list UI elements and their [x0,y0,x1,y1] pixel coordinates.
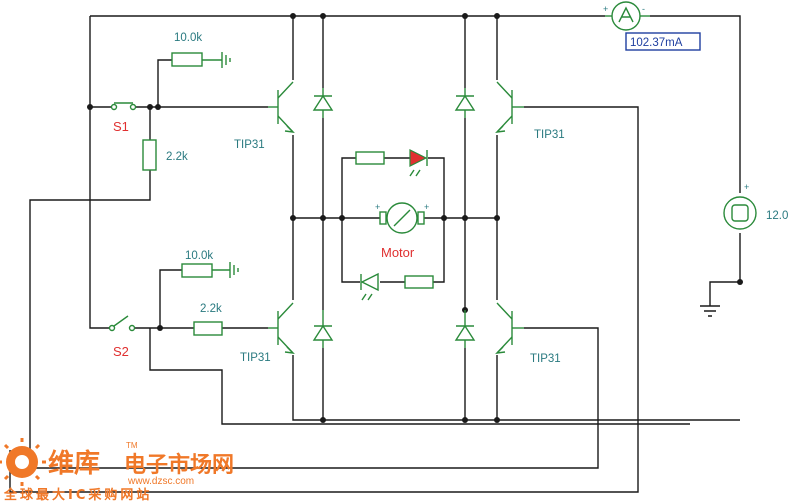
watermark-url: www.dzsc.com [127,476,194,487]
ammeter-reading: 102.37mA [630,37,683,49]
res-top-pull-label: 10.0k [174,32,202,44]
supply-voltage-label: 12.0 [766,210,788,222]
resistor-led-bot [404,275,434,289]
watermark-slogan: 全球最大IC采购网站 [3,487,152,503]
resistor-bot-pull [181,263,213,278]
resistor-led-top [355,151,385,165]
switch-s2 [108,315,136,332]
ammeter-reading-box [625,32,701,51]
diode-d1-icon [312,88,334,118]
res-top-base-label: 2.2k [166,151,188,163]
ammeter-icon: + - [603,1,650,31]
resistor-top-base-2k2 [142,139,157,171]
motor-label: Motor [381,245,415,260]
res-bot-base-label: 2.2k [200,303,222,315]
transistor-q2-label: TIP31 [534,129,565,141]
resistor-top-pull [171,52,203,67]
svg-text:+: + [424,202,429,212]
transistor-q1-icon [268,81,295,133]
led-green-icon [360,272,379,301]
svg-text:+: + [744,182,749,192]
diode-d4-icon [454,310,476,348]
resistor-bot-base-2k2 [193,321,223,336]
watermark-tm: TM [126,441,138,450]
transistor-q4-icon [495,302,524,354]
ground-icon [221,52,231,68]
diode-d3-icon [312,310,334,348]
watermark: 维库 电子市场网 TM www.dzsc.com 全球最大IC采购网站 [0,438,234,503]
transistor-q1-label: TIP31 [234,139,265,151]
switch-s1 [110,102,137,111]
svg-text:+: + [603,4,608,14]
chip-logo-icon [0,438,46,486]
transistor-q2-icon [495,81,524,133]
watermark-tagline: 电子市场网 [124,452,234,478]
svg-text:+: + [375,202,380,212]
diode-d2-icon [454,88,476,118]
switch-s1-label: S1 [113,119,129,134]
wiring [9,15,741,493]
svg-text:-: - [642,4,645,14]
res-bot-pull-label: 10.0k [185,250,213,262]
motor-icon: + + [375,202,429,234]
junction-dots [87,13,743,423]
switch-s2-label: S2 [113,344,129,359]
transistor-q3-icon [268,302,295,354]
transistor-q3-label: TIP31 [240,352,271,364]
ground-icon [229,262,239,278]
transistor-q4-label: TIP31 [530,353,561,365]
voltage-source-icon: + [723,182,757,230]
led-red-icon [409,149,428,177]
watermark-brand: 维库 [48,448,100,479]
